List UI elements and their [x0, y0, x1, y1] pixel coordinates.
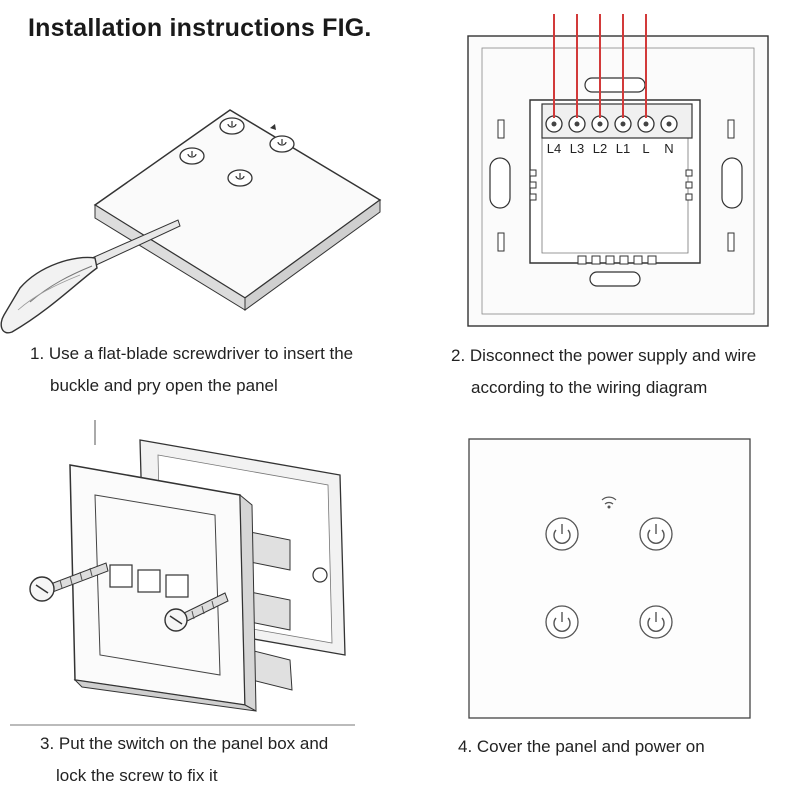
- step-caption-1: 1. Use a flat-blade screwdriver to inser…: [30, 344, 354, 395]
- wifi-icon: [601, 496, 617, 505]
- page-title: Installation instructions FIG.: [28, 14, 372, 42]
- switch-panel: [93, 109, 382, 299]
- power-button-icon: [545, 517, 579, 551]
- terminal-label: L: [642, 141, 649, 156]
- terminal-label: L2: [593, 141, 607, 156]
- step-caption-2: 2. Disconnect the power supply and wire …: [451, 346, 757, 397]
- terminal-label: N: [664, 141, 673, 156]
- figure-pry-panel: [0, 70, 390, 340]
- power-button-icon: [639, 605, 673, 639]
- step-caption-4: 4. Cover the panel and power on: [458, 737, 705, 756]
- power-button-icon: [545, 605, 579, 639]
- figure-wiring-diagram: L4 L3 L2 L1 L N: [460, 8, 780, 328]
- screw-icon: [29, 562, 109, 602]
- terminal-label: L4: [547, 141, 561, 156]
- figure-finished-panel: [468, 438, 752, 720]
- wires: [553, 14, 647, 118]
- screw-icon: [164, 592, 229, 632]
- screwdriver-icon: [0, 219, 181, 334]
- figure-mount-switch: [10, 415, 370, 730]
- terminal-label: L1: [616, 141, 630, 156]
- wifi-icon: [270, 124, 276, 130]
- terminal-label: L3: [570, 141, 584, 156]
- power-button-icon: [639, 517, 673, 551]
- step-caption-3: 3. Put the switch on the panel box and l…: [40, 734, 329, 785]
